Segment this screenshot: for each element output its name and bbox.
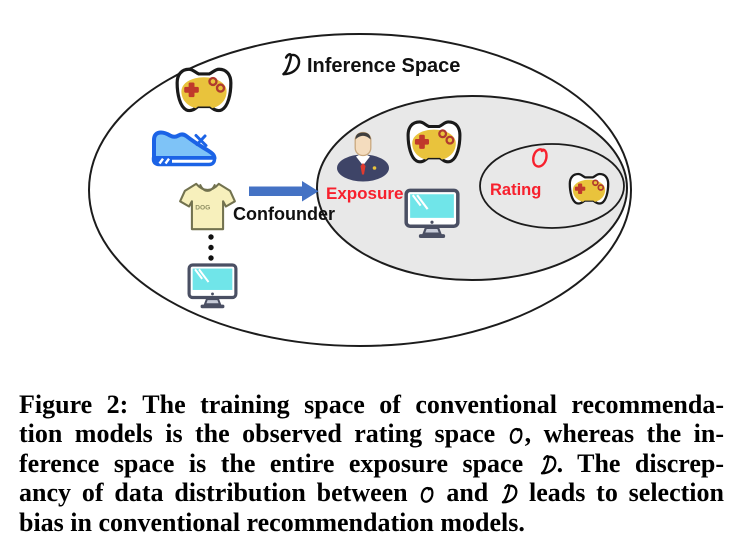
inference-space-label: Inference Space [307, 55, 461, 77]
ellipsis-dot [208, 255, 214, 261]
script-O-symbol [420, 487, 433, 503]
diagram: DOG Inference Space Confounder Exposure … [88, 33, 632, 347]
monitor-icon [187, 263, 238, 309]
t-shirt-icon: DOG [179, 182, 236, 231]
game-controller-icon [172, 65, 236, 114]
inference-space-symbol [283, 53, 300, 75]
script-D-symbol [541, 455, 556, 474]
rating-space-ellipse [479, 143, 625, 229]
caption-line: Figure 2: The training space of conventi… [19, 390, 724, 419]
caption-line: ancy of data distribution between and le… [19, 478, 724, 508]
rating-space-symbol [532, 148, 547, 167]
caption-line: bias in conventional recommendation mode… [19, 507, 525, 537]
monitor-icon [404, 188, 460, 240]
script-O-symbol [510, 429, 522, 444]
t-shirt-label: DOG [195, 204, 210, 211]
ellipsis-dot [208, 234, 214, 240]
exposure-space-ellipse [316, 95, 628, 281]
caption-line: ference space is the entire exposure spa… [19, 448, 724, 478]
ellipsis-dot [208, 244, 214, 251]
script-D-symbol [502, 485, 517, 503]
person-icon [337, 131, 389, 182]
game-controller-icon [404, 117, 464, 166]
sneaker-icon [151, 130, 217, 167]
confounder-arrow [249, 181, 319, 202]
game-controller-icon [566, 171, 612, 206]
confounder-label: Confounder [233, 204, 335, 224]
inference-space-ellipse [88, 33, 632, 347]
figure-caption: Figure 2: The training space of conventi… [19, 390, 724, 537]
rating-label: Rating [490, 181, 542, 199]
caption-line: tion models is the observed rating space… [19, 419, 724, 449]
exposure-label: Exposure [326, 184, 404, 203]
